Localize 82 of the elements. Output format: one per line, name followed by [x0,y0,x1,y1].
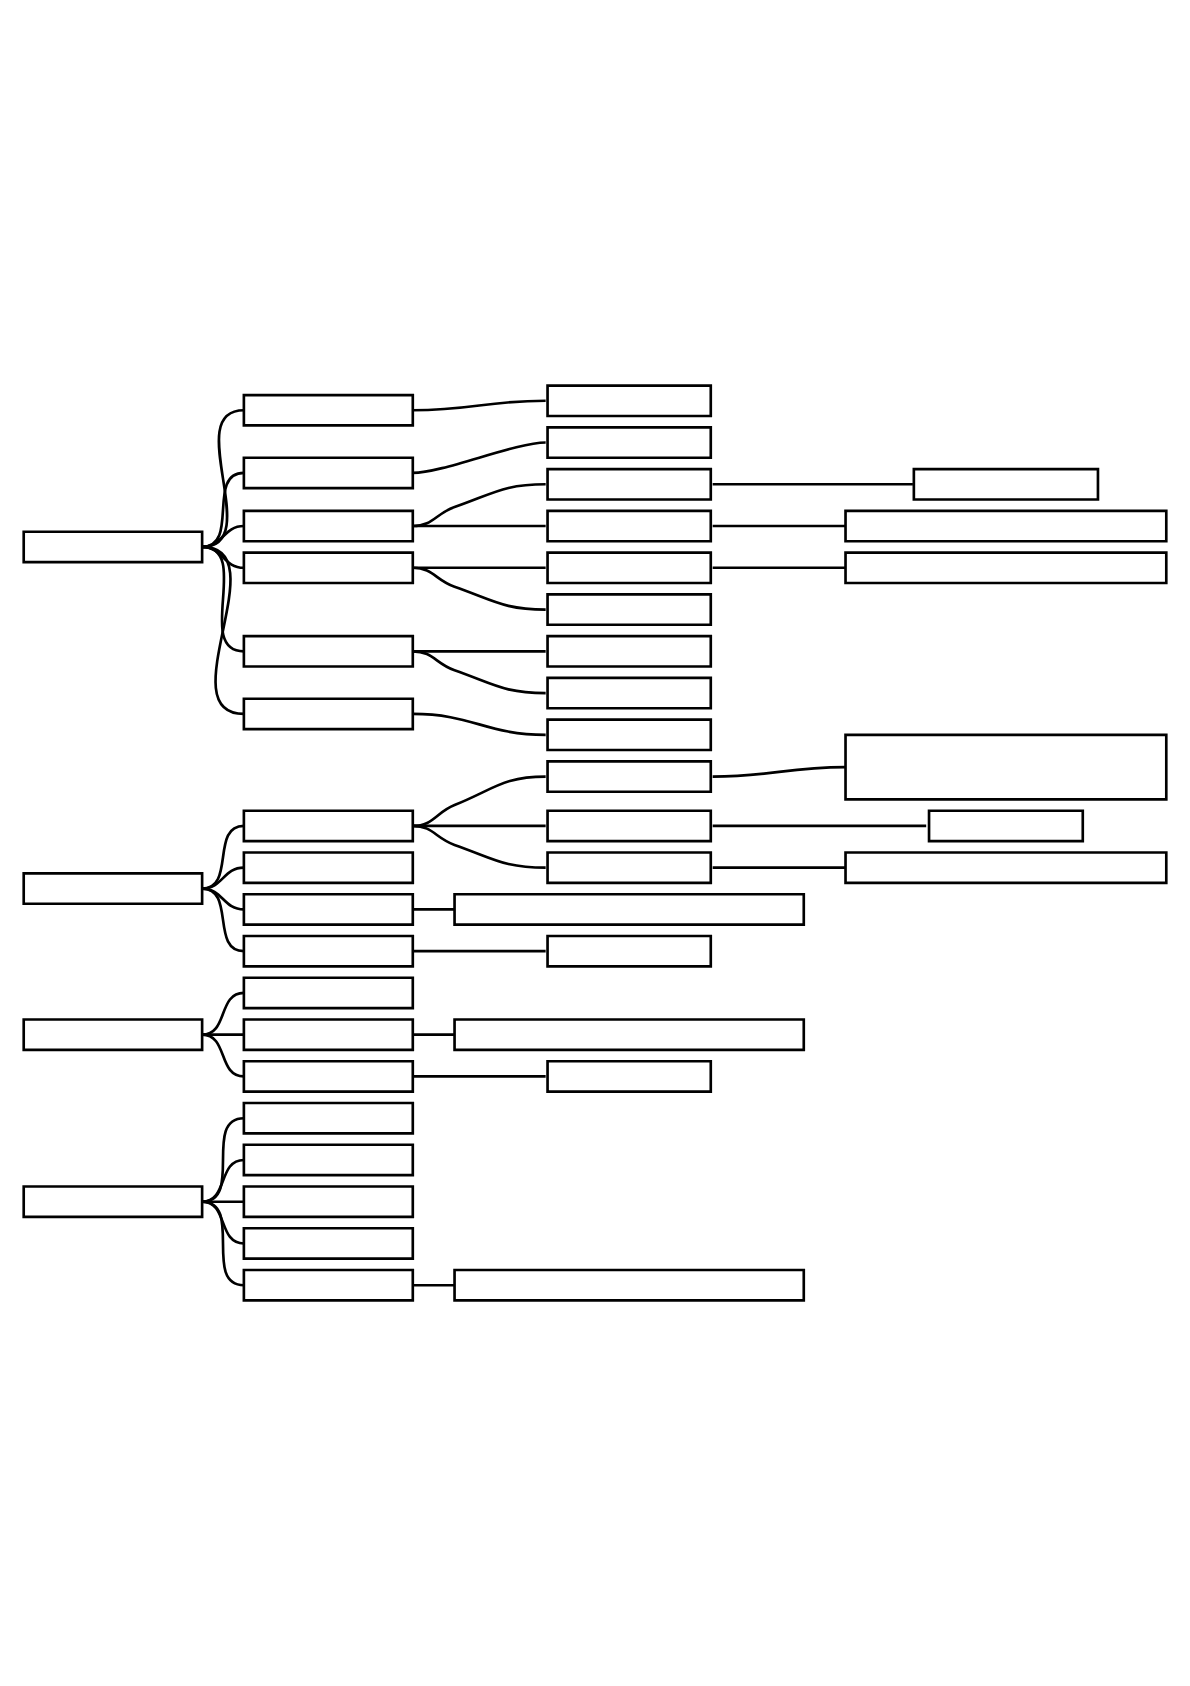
connector [712,866,846,869]
node-box [546,634,713,668]
node-box [844,851,1168,885]
node-box [22,872,204,906]
connector [201,887,245,953]
node-box [242,509,415,543]
connector [412,566,546,570]
node-box [844,733,1168,801]
connector [201,824,245,890]
node-box [242,851,415,885]
connector [412,650,546,695]
connector [412,824,546,869]
connector [412,1283,455,1287]
connector [412,441,546,475]
connector [412,399,546,412]
node-box [242,1143,415,1177]
node-box [22,1018,204,1052]
connector [201,545,245,716]
connector [712,482,913,486]
connector [201,408,245,549]
node-box [912,467,1100,501]
connector [412,908,455,911]
node-box [546,384,713,418]
node-box [242,551,415,585]
connector [412,1033,455,1036]
node-box [844,509,1168,543]
connector [201,1200,245,1245]
node-box [242,976,415,1010]
connector [202,887,244,911]
node-box [546,551,713,585]
node-box [546,809,713,843]
node-box [242,393,415,427]
connector [712,524,846,528]
connector [201,471,245,549]
node-box [546,934,713,968]
connector [712,566,846,570]
node-box [242,1059,415,1093]
node-box [546,426,713,460]
node-box [546,718,713,752]
node-box [242,934,415,968]
connector [712,765,846,778]
connector [202,866,244,890]
node-box [453,1268,806,1302]
node-box [546,509,713,543]
node-box [242,1268,415,1302]
node-box [242,697,415,731]
connector [202,1033,244,1036]
node-box [242,634,415,668]
node-box [22,1185,204,1219]
connector [201,1158,245,1204]
node-box [242,1226,415,1260]
connector [412,482,546,528]
connector [412,775,546,828]
node-box [22,530,204,564]
node-box [242,1101,415,1135]
connector [201,1116,245,1203]
connector [412,949,546,953]
connector [201,991,245,1036]
connector [202,524,244,549]
node-box [546,676,713,710]
node-box [844,551,1168,585]
connector [412,566,546,611]
node-box [242,1018,415,1052]
node-box [546,467,713,501]
node-box [242,809,415,843]
connector [712,824,927,828]
connector [412,712,546,737]
connector [412,524,546,528]
node-box [453,892,806,926]
connector [201,1200,245,1287]
node-box [242,456,415,490]
node-box [242,1185,415,1219]
node-box [546,760,713,794]
connector [202,1200,244,1204]
node-box [453,1018,806,1052]
node-box [927,809,1085,843]
node-box [546,851,713,885]
node-box [546,1059,713,1093]
node-box [546,593,713,627]
connector [412,1075,546,1078]
connector [201,1033,245,1078]
node-box [242,892,415,926]
